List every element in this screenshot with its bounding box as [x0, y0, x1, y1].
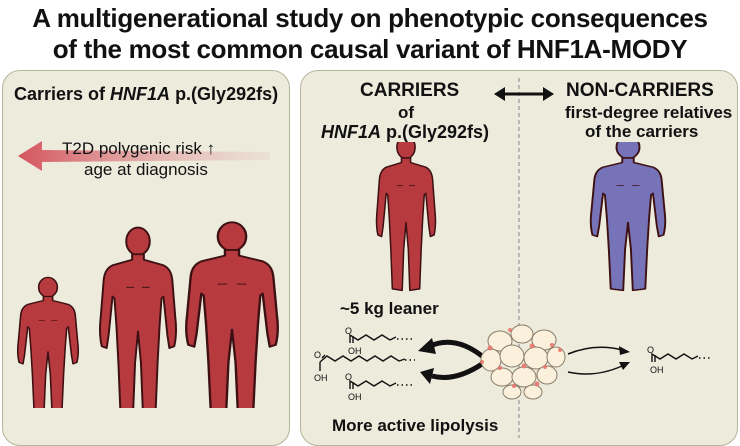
double-arrow-icon: [494, 87, 554, 101]
fatty-acid-molecule-icon: [651, 352, 712, 362]
noncarriers-sub2: of the carriers: [585, 122, 699, 141]
up-arrow-icon: ↑: [206, 139, 216, 158]
oh-label: OH: [314, 373, 328, 383]
carriers-gene: HNF1A: [321, 122, 382, 142]
fatty-acid-molecule-icon: [349, 333, 412, 343]
title-line-2: of the most common causal variant of HNF…: [52, 34, 688, 64]
age-label: age at diagnosis: [84, 160, 208, 179]
panel-divider: [518, 78, 520, 438]
o-label: O: [345, 326, 352, 336]
left-panel-heading: Carriers of HNF1A p.(Gly292fs): [14, 84, 278, 105]
carriers-variant-text: p.(Gly292fs): [381, 122, 490, 142]
title-line-1: A multigenerational study on phenotypic …: [32, 3, 708, 33]
fatty-acid-molecule-icon: [319, 354, 415, 371]
heading-prefix: Carriers of: [14, 84, 111, 104]
noncarriers-sub1: first-degree relatives: [565, 103, 733, 122]
fatty-acid-molecule-icon: [349, 379, 412, 389]
adipocyte-cluster-icon: [480, 324, 566, 400]
risk-label-text: T2D polygenic risk: [62, 139, 202, 158]
leaner-label: ~5 kg leaner: [340, 299, 439, 318]
carriers-variant: HNF1A p.(Gly292fs): [321, 122, 489, 143]
heading-suffix: p.(Gly292fs): [170, 84, 279, 104]
oh-label: OH: [348, 346, 362, 356]
curved-arrow-icon: [567, 362, 630, 375]
noncarriers-title: NON-CARRIERS: [566, 80, 714, 101]
carriers-of: of: [398, 103, 415, 122]
o-label: O: [314, 350, 321, 360]
oh-label: OH: [650, 365, 664, 375]
curved-arrow-icon: [418, 338, 484, 358]
heading-gene: HNF1A: [110, 84, 171, 104]
risk-label: T2D polygenic risk ↑: [62, 139, 215, 159]
curved-arrow-icon: [420, 361, 484, 384]
lipolysis-label: More active lipolysis: [332, 416, 499, 435]
left-arrow-icon: [18, 141, 270, 171]
carriers-title: CARRIERS: [360, 80, 460, 101]
o-label: O: [345, 372, 352, 382]
o-label: O: [647, 345, 654, 355]
oh-label: OH: [348, 392, 362, 402]
curved-arrow-icon: [567, 346, 630, 355]
